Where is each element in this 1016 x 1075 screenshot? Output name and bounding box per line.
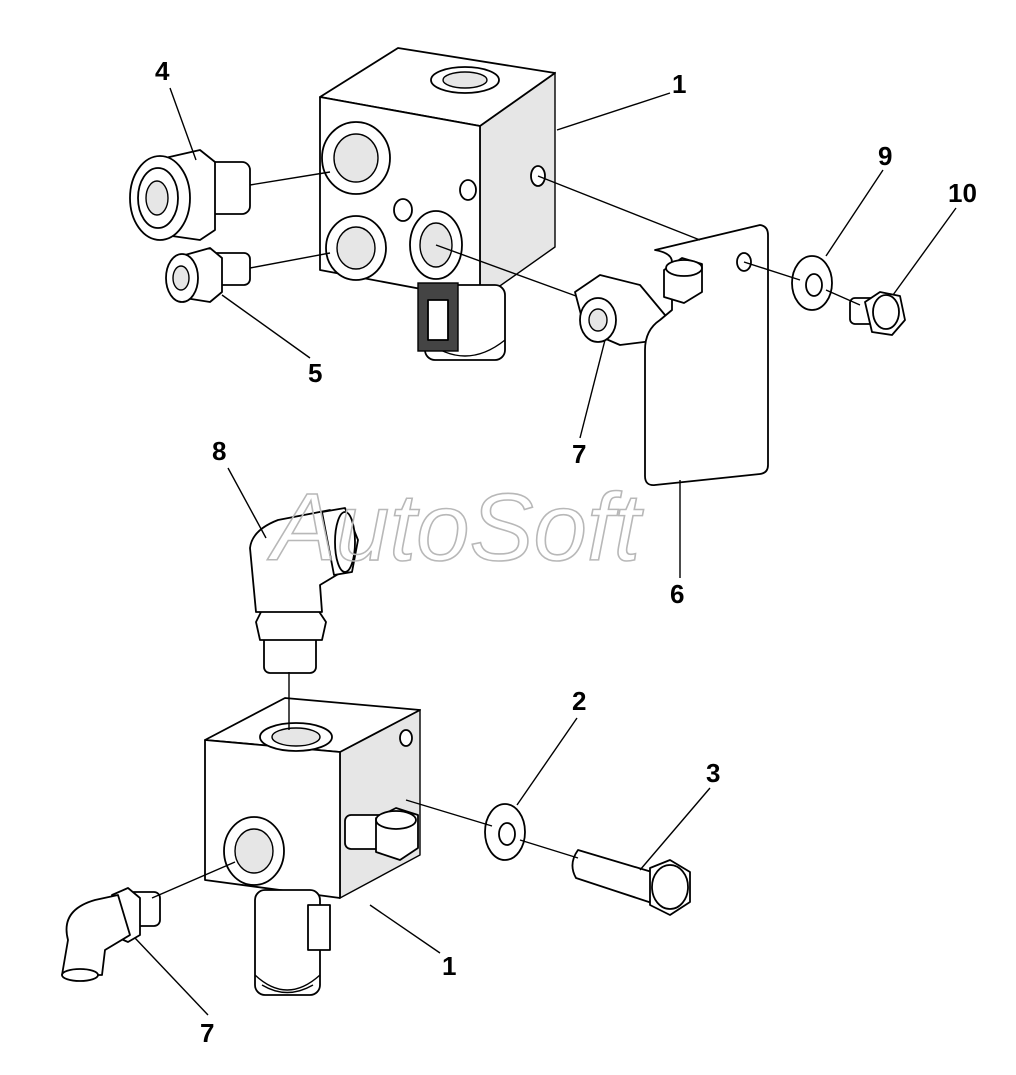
callout-5: 5: [308, 358, 322, 388]
callout-8: 8: [212, 436, 226, 466]
callout-2: 2: [572, 686, 586, 716]
bolt-10: [849, 291, 906, 336]
callout-3: 3: [706, 758, 720, 788]
washer-2: [484, 803, 526, 861]
bracket-6: [644, 224, 769, 486]
bolt-3: [571, 849, 691, 916]
callout-6: 6: [670, 579, 684, 609]
callout-1-bottom: 1: [442, 951, 456, 981]
fitting-4: [129, 149, 251, 241]
valve-block-bottom: [204, 697, 421, 996]
callout-7-top: 7: [572, 439, 586, 469]
fitting-7-top: [574, 274, 666, 346]
elbow-fitting-8: [249, 507, 359, 674]
callout-1-top: 1: [672, 69, 686, 99]
washer-9: [791, 255, 833, 311]
callout-4: 4: [155, 56, 170, 86]
fitting-7-bottom: [61, 887, 161, 982]
valve-block-top: [319, 47, 556, 361]
callout-10: 10: [948, 178, 977, 208]
fitting-5: [165, 247, 251, 303]
callout-9: 9: [878, 141, 892, 171]
watermark-text: AutoSoft: [267, 474, 644, 581]
assembly-lines: [134, 87, 957, 1016]
callout-7-bottom: 7: [200, 1018, 214, 1048]
